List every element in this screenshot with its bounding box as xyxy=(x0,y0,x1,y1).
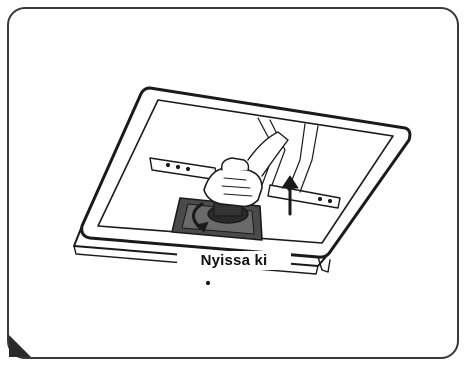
spray-arm-right xyxy=(268,185,340,208)
figure-caption: Nyissa ki xyxy=(177,251,291,270)
spray-arm-left xyxy=(150,158,218,180)
